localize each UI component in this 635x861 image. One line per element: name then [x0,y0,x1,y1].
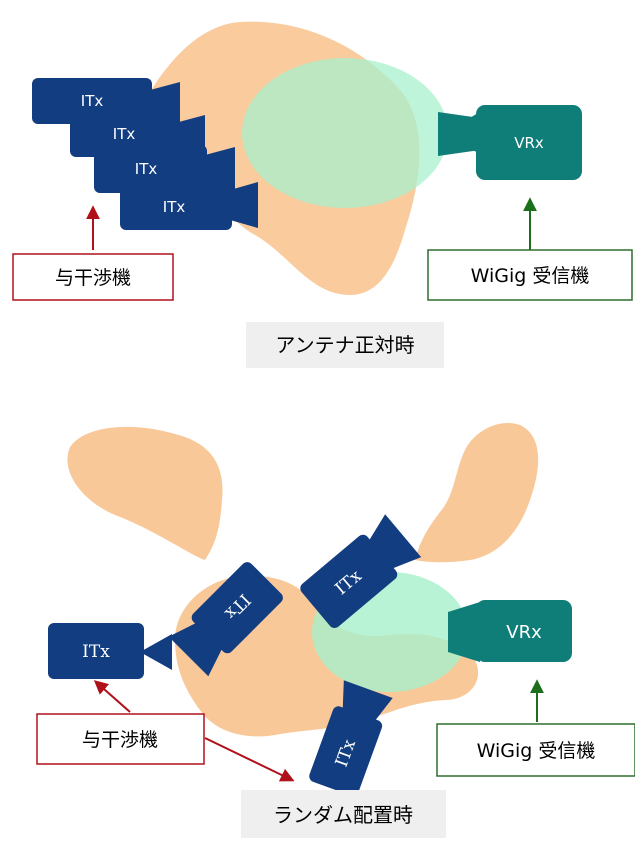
interferer-callout: 与干渉機 [36,713,205,765]
receiver-label: VRx [514,134,544,152]
interferer-label: ITx [113,125,136,143]
receiver-device: VRx [448,600,572,662]
caption-random: ランダム配置時 [241,790,446,838]
receiver-label: VRx [506,622,542,643]
interferer-label: ITx [82,642,110,662]
interferer-device: ITx [300,514,422,628]
interferer-device: ITx [120,182,258,230]
caption-text: ランダム配置時 [273,803,413,827]
interferer-callout-text: 与干渉機 [55,267,131,289]
interferer-arrow [93,680,131,713]
receiver-beam-pattern [242,58,448,208]
interferer-callout-text: 与干渉機 [82,729,158,751]
interferer-label: ITx [163,198,186,216]
caption-facing: アンテナ正対時 [246,322,444,368]
interferer-label: ITx [81,92,104,110]
interferer-device: ITx [48,623,172,679]
interferer-label: ITx [135,160,158,178]
interferer-device: ITx [168,562,283,677]
receiver-callout: WiGig 受信機 [436,723,635,777]
scenario-random: ITx ITx ITx ITx VRx [36,422,635,838]
interferer-device: ITx [309,680,393,796]
receiver-callout: WiGig 受信機 [427,249,633,301]
receiver-device: VRx [438,105,582,180]
interferer-beam-pattern [415,422,539,563]
interferer-callout: 与干渉機 [12,253,174,301]
caption-text: アンテナ正対時 [275,333,414,357]
receiver-callout-text: WiGig 受信機 [477,740,596,762]
receiver-callout-text: WiGig 受信機 [471,265,590,287]
interferer-arrow [204,737,295,782]
interferer-device: ITx [94,145,235,193]
scenario-facing: ITx ITx ITx ITx VRx 与干 [12,21,633,368]
interferer-beam-pattern [67,426,223,560]
